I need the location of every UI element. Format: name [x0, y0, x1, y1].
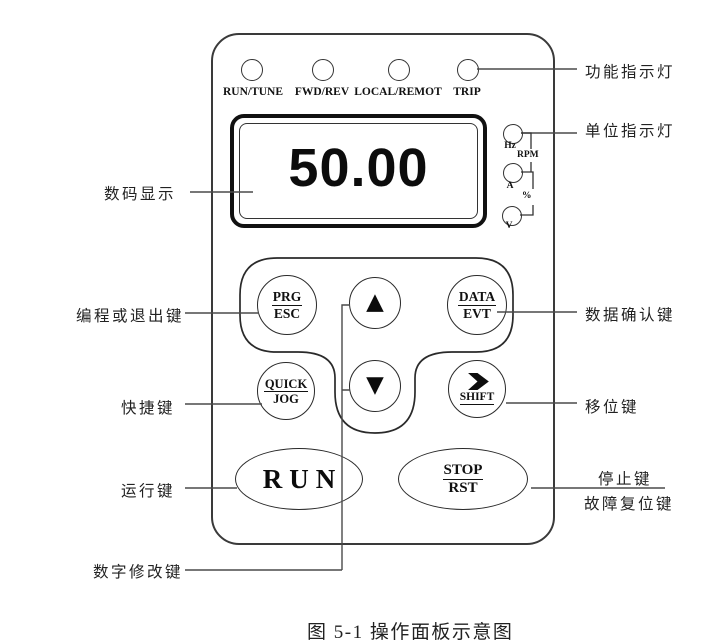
- annotation-digital-display: 数码显示: [104, 186, 177, 203]
- amp-unit-label: A: [506, 181, 514, 191]
- shift-chevron-icon: [467, 372, 489, 390]
- local-remot-indicator-light: [388, 59, 410, 81]
- panel-outline: [211, 33, 555, 545]
- shift-label: SHIFT: [459, 391, 495, 406]
- up-arrow-icon: ▲: [366, 288, 384, 315]
- figure-caption: 图 5-1 操作面板示意图: [307, 622, 514, 640]
- up-arrow-key[interactable]: ▲: [349, 277, 401, 329]
- annotation-quick-key: 快捷键: [121, 400, 176, 417]
- annotation-unit-lights: 单位指示灯: [585, 123, 676, 140]
- shift-key[interactable]: SHIFT: [448, 360, 506, 418]
- quick-label: QUICK: [263, 376, 309, 392]
- prg-label: PRG: [271, 289, 303, 306]
- volt-unit-label: V: [505, 221, 513, 231]
- digital-display: 50.00: [230, 114, 487, 228]
- trip-label: TRIP: [453, 86, 481, 98]
- stop-label: STOP: [442, 461, 484, 480]
- run-label: RUN: [262, 463, 343, 494]
- annotation-fault-reset-key: 故障复位键: [584, 496, 675, 513]
- data-evt-key[interactable]: DATA EVT: [447, 275, 507, 335]
- evt-label: EVT: [463, 305, 491, 321]
- annotation-program-exit-key: 编程或退出键: [76, 308, 185, 325]
- run-tune-indicator-light: [241, 59, 263, 81]
- prg-esc-key-label: PRG ESC: [271, 289, 303, 321]
- percent-unit-label: %: [522, 191, 532, 201]
- rst-label: RST: [448, 479, 478, 496]
- fwd-rev-label: FWD/REV: [294, 86, 350, 98]
- quick-jog-key-label: QUICK JOG: [263, 376, 309, 406]
- volt-unit-light: [502, 206, 522, 226]
- annotation-data-confirm-key: 数据确认键: [585, 307, 676, 324]
- annotation-shift-key: 移位键: [585, 399, 640, 416]
- display-screen: 50.00: [239, 123, 478, 219]
- down-arrow-key[interactable]: ▼: [349, 360, 401, 412]
- esc-label: ESC: [273, 305, 301, 321]
- stop-rst-key-label: STOP RST: [442, 461, 484, 497]
- fwd-rev-indicator-light: [312, 59, 334, 81]
- jog-label: JOG: [273, 391, 299, 406]
- data-evt-key-label: DATA EVT: [457, 289, 497, 321]
- trip-indicator-light: [457, 59, 479, 81]
- display-value: 50.00: [288, 138, 429, 198]
- stop-rst-key[interactable]: STOP RST: [398, 448, 528, 510]
- local-remot-label: LOCAL/REMOT: [354, 86, 442, 98]
- run-tune-label: RUN/TUNE: [222, 86, 284, 98]
- run-key[interactable]: RUN: [235, 448, 363, 510]
- annotation-digit-modify-key: 数字修改键: [93, 564, 184, 581]
- quick-jog-key[interactable]: QUICK JOG: [257, 362, 315, 420]
- data-label: DATA: [457, 289, 497, 306]
- hz-unit-label: Hz: [504, 141, 516, 151]
- annotation-run-key: 运行键: [121, 483, 176, 500]
- annotation-function-lights: 功能指示灯: [585, 64, 676, 81]
- annotation-stop-key: 停止键: [598, 471, 653, 488]
- rpm-unit-label: RPM: [517, 150, 539, 160]
- down-arrow-icon: ▼: [366, 371, 384, 398]
- prg-esc-key[interactable]: PRG ESC: [257, 275, 317, 335]
- amp-unit-light: [503, 163, 523, 183]
